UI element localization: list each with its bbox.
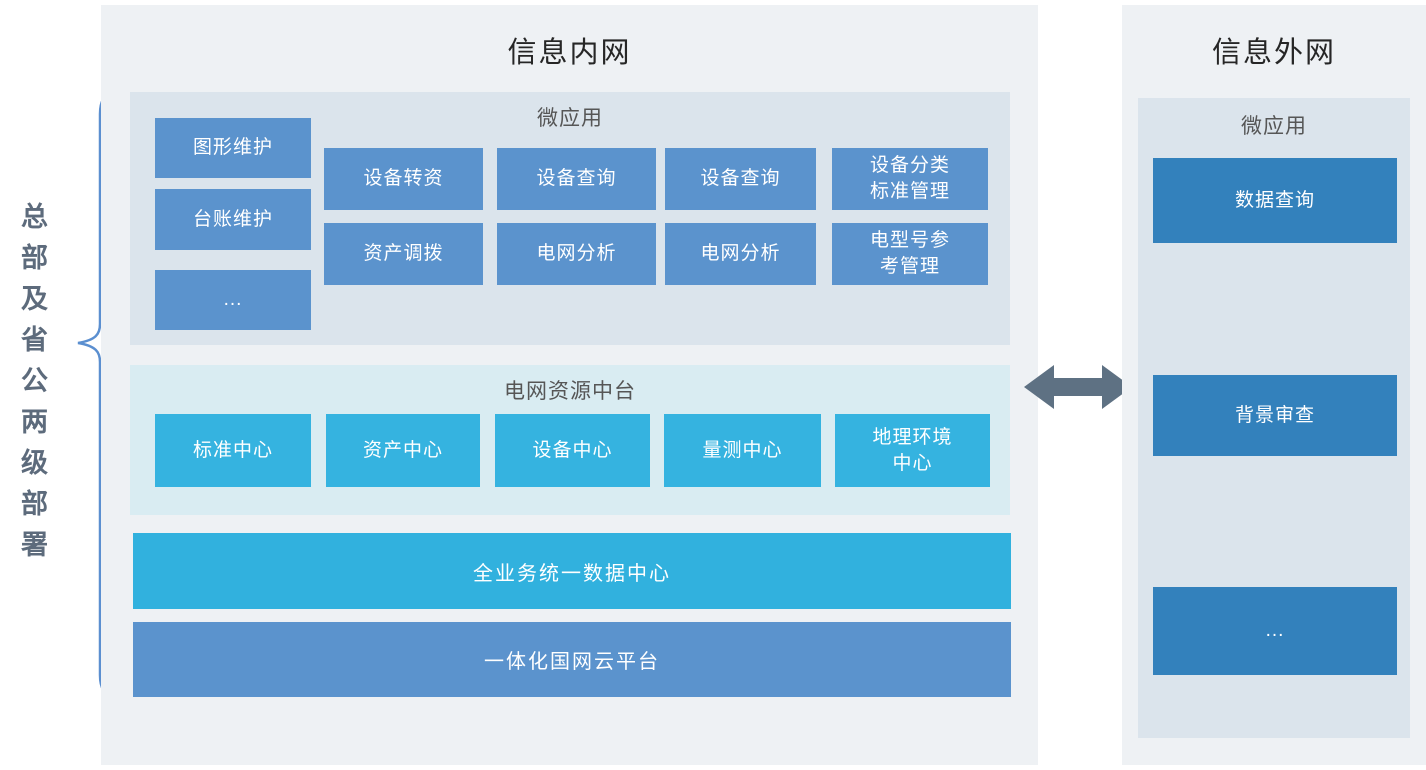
app-box-equipment-query-1: 设备查询 xyxy=(497,148,656,210)
center-box-asset: 资产中心 xyxy=(326,414,480,487)
app-box-grid-analysis-2: 电网分析 xyxy=(665,223,816,285)
intranet-title: 信息内网 xyxy=(507,37,632,69)
app-box-graphic-maintenance: 图形维护 xyxy=(155,118,311,178)
intranet-microapps-section: 微应用 图形维护 台账维护 ... 设备转资 设备查询 设备查询 设备分类 标准… xyxy=(130,92,1010,345)
app-box-equipment-query-2: 设备查询 xyxy=(665,148,816,210)
extranet-microapps-section: 微应用 数据查询 背景审查 ... xyxy=(1138,98,1410,738)
extranet-microapps-label: 微应用 xyxy=(1241,115,1307,138)
deployment-scope-label: 总部及省公两级部署 xyxy=(17,202,47,571)
ext-box-more: ... xyxy=(1153,587,1397,675)
resource-platform-label: 电网资源中台 xyxy=(504,380,636,403)
app-box-ledger-maintenance: 台账维护 xyxy=(155,189,311,250)
resource-platform-section: 电网资源中台 标准中心 资产中心 设备中心 量测中心 地理环境 中心 xyxy=(130,365,1010,515)
ext-box-data-query: 数据查询 xyxy=(1153,158,1397,243)
intranet-panel: 信息内网 微应用 图形维护 台账维护 ... 设备转资 设备查询 设备查询 设备… xyxy=(101,5,1038,765)
bidirectional-arrow-icon xyxy=(1024,365,1132,409)
center-box-standard: 标准中心 xyxy=(155,414,311,487)
ext-box-background-review: 背景审查 xyxy=(1153,375,1397,456)
app-box-more: ... xyxy=(155,270,311,330)
app-box-equipment-classification: 设备分类 标准管理 xyxy=(832,148,988,210)
unified-data-center-bar: 全业务统一数据中心 xyxy=(133,533,1011,609)
app-box-model-reference: 电型号参 考管理 xyxy=(832,223,988,285)
extranet-title: 信息外网 xyxy=(1211,37,1336,69)
cloud-platform-bar: 一体化国网云平台 xyxy=(133,622,1011,697)
center-box-geo-environment: 地理环境 中心 xyxy=(835,414,990,487)
center-box-equipment: 设备中心 xyxy=(495,414,650,487)
left-brace xyxy=(77,90,117,699)
app-box-equipment-transfer: 设备转资 xyxy=(324,148,483,210)
extranet-panel: 信息外网 微应用 数据查询 背景审查 ... xyxy=(1122,5,1426,765)
center-box-measurement: 量测中心 xyxy=(664,414,821,487)
intranet-microapps-label: 微应用 xyxy=(537,107,603,130)
app-box-asset-allocation: 资产调拨 xyxy=(324,223,483,285)
app-box-grid-analysis-1: 电网分析 xyxy=(497,223,656,285)
